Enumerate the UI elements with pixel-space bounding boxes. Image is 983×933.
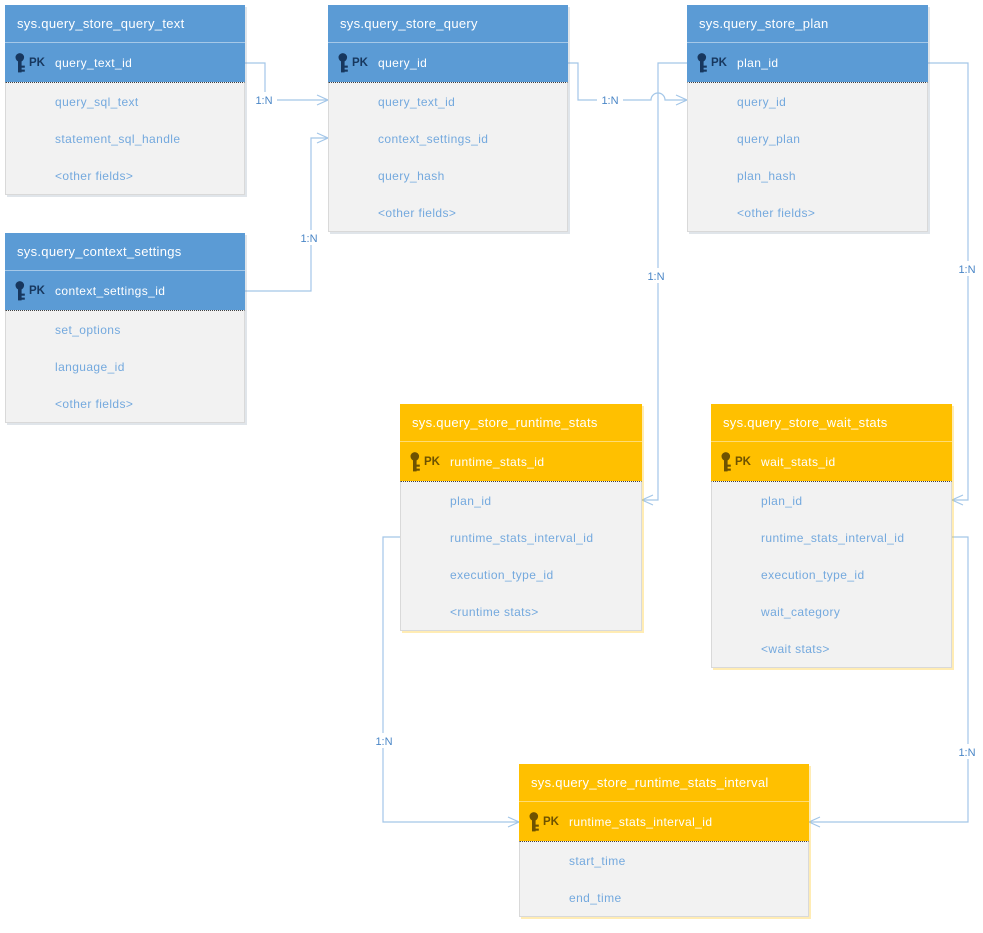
entity-fields: query_text_id context_settings_id query_ha… [328, 82, 568, 232]
key-icon [15, 280, 25, 300]
pk-field-name: query_text_id [55, 55, 133, 70]
cardinality-label-bg [371, 733, 397, 748]
pk-field-name: context_settings_id [55, 283, 166, 298]
key-icon [721, 451, 731, 471]
cardinality-label: 1:N [300, 233, 317, 245]
field-row: language_id [55, 359, 125, 374]
field-row: <other fields> [737, 205, 816, 220]
cardinality-label: 1:N [958, 264, 975, 276]
pk-field-name: runtime_stats_id [450, 454, 545, 469]
primary-key-row: PK query_text_id [5, 43, 245, 82]
field-row: <runtime stats> [450, 604, 539, 619]
field-row: wait_category [761, 604, 841, 619]
field-row: <other fields> [55, 396, 134, 411]
cardinality-label: 1:N [601, 95, 618, 107]
relationship-wait_stats-interval[interactable] [809, 536, 969, 823]
key-icon [410, 451, 420, 471]
relationship-runtime_stats-interval[interactable] [382, 536, 519, 823]
field-row: <wait stats> [761, 641, 830, 656]
field-row: <other fields> [55, 168, 134, 183]
entity-title: sys.query_store_wait_stats [711, 404, 952, 442]
many-arrowhead [950, 494, 964, 506]
field-row: set_options [55, 322, 121, 337]
entity-fields: plan_id runtime_stats_interval_id executio… [711, 481, 952, 668]
field-row: execution_type_id [450, 567, 554, 582]
entity-title: sys.query_store_query [328, 5, 568, 43]
field-row: statement_sql_handle [55, 131, 181, 146]
pk-label: PK [735, 455, 751, 468]
entity-title: sys.query_store_plan [687, 5, 928, 43]
entity-fields: set_options language_id <other fields> [5, 310, 245, 423]
entity-title: sys.query_context_settings [5, 233, 245, 271]
cardinality-label-bg [954, 261, 980, 276]
field-row: <other fields> [378, 205, 457, 220]
field-row: query_hash [378, 168, 445, 183]
key-icon [697, 52, 707, 72]
entity-title: sys.query_store_query_text [5, 5, 245, 43]
relationship-plan-wait_stats[interactable] [928, 62, 969, 501]
field-row: query_id [737, 94, 787, 109]
field-row: end_time [569, 890, 622, 905]
cardinality-label-bg [643, 268, 669, 283]
primary-key-row: PK runtime_stats_id [400, 442, 642, 481]
entity-fields: query_id query_plan plan_hash <other fields… [687, 82, 928, 232]
entity-title: sys.query_store_runtime_stats [400, 404, 642, 442]
key-icon [529, 811, 539, 831]
field-row: plan_id [450, 493, 492, 508]
field-row: context_settings_id [378, 131, 489, 146]
field-row: query_sql_text [55, 94, 139, 109]
pk-label: PK [711, 56, 727, 69]
entity-fields: start_time end_time [519, 841, 809, 917]
cardinality-label-bg [954, 744, 980, 759]
entity-fields: query_sql_text statement_sql_handle <other… [5, 82, 245, 195]
field-row: query_plan [737, 131, 801, 146]
primary-key-row: PK context_settings_id [5, 271, 245, 310]
cardinality-label: 1:N [375, 736, 392, 748]
pk-field-name: runtime_stats_interval_id [569, 814, 713, 829]
cardinality-label: 1:N [255, 95, 272, 107]
cardinality-label-bg [597, 92, 623, 107]
field-row: plan_id [761, 493, 803, 508]
relationship-context_settings-query[interactable] [245, 137, 328, 292]
pk-label: PK [424, 455, 440, 468]
primary-key-row: PK query_id [328, 43, 568, 82]
pk-label: PK [29, 56, 45, 69]
key-icon [15, 52, 25, 72]
pk-label: PK [352, 56, 368, 69]
field-row: runtime_stats_interval_id [450, 530, 594, 545]
pk-field-name: query_id [378, 55, 428, 70]
key-icon [338, 52, 348, 72]
primary-key-row: PK plan_id [687, 43, 928, 82]
pk-label: PK [29, 284, 45, 297]
entity-fields: plan_id runtime_stats_interval_id executio… [400, 481, 642, 631]
primary-key-row: PK runtime_stats_interval_id [519, 802, 809, 841]
cardinality-label: 1:N [647, 271, 664, 283]
cardinality-label: 1:N [958, 747, 975, 759]
field-row: plan_hash [737, 168, 796, 183]
pk-field-name: wait_stats_id [761, 454, 836, 469]
entity-title: sys.query_store_runtime_stats_interval [519, 764, 809, 802]
primary-key-row: PK wait_stats_id [711, 442, 952, 481]
relationship-query-plan[interactable] [568, 62, 687, 101]
pk-field-name: plan_id [737, 55, 779, 70]
field-row: query_text_id [378, 94, 456, 109]
field-row: execution_type_id [761, 567, 865, 582]
field-row: runtime_stats_interval_id [761, 530, 905, 545]
many-arrowhead [807, 816, 821, 828]
many-arrowhead [640, 494, 654, 506]
cardinality-label-bg [296, 230, 322, 245]
pk-label: PK [543, 815, 559, 828]
relationship-query_text-query[interactable] [245, 62, 328, 101]
field-row: start_time [569, 853, 626, 868]
cardinality-label-bg [251, 92, 277, 107]
